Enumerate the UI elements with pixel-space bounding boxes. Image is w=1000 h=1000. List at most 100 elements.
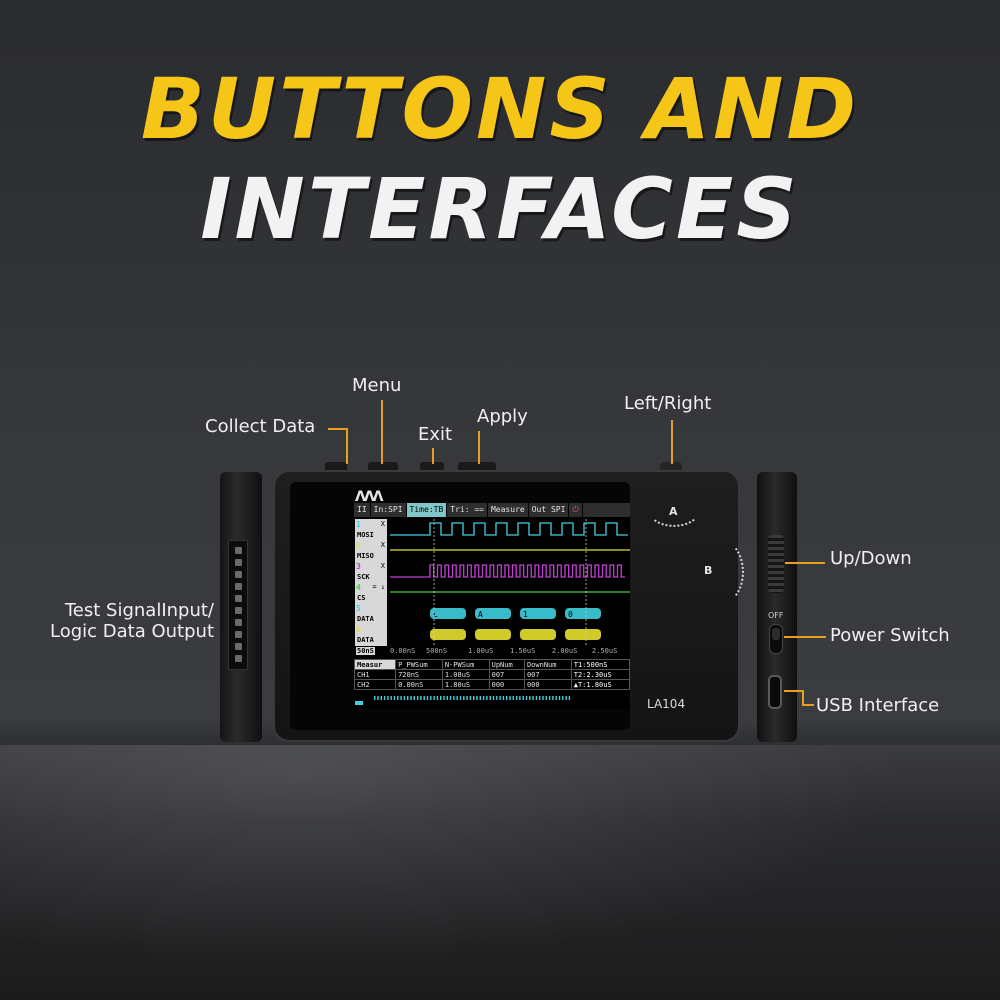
time-tick: 500nS — [426, 647, 448, 655]
channel-number: 5 — [356, 604, 361, 613]
waveform-trace — [390, 564, 625, 578]
overview-tick — [535, 696, 538, 700]
overview-tick — [532, 696, 534, 700]
overview-tick — [446, 696, 448, 700]
table-cell: 1.08uS — [441, 669, 490, 680]
screen-tab-time[interactable]: Time:TB — [406, 503, 448, 517]
port-pin — [235, 595, 242, 602]
channel-name: DATA — [357, 636, 374, 644]
encoder-b-ring[interactable] — [700, 540, 744, 604]
data-byte — [430, 608, 466, 619]
screen-tab-trigger[interactable]: Tri: == — [447, 503, 488, 517]
table-cell: CH2 — [354, 679, 397, 690]
screen-tab-pause[interactable]: II — [354, 503, 371, 517]
overview-tick — [555, 696, 557, 700]
leader-line — [784, 636, 826, 638]
apply-button[interactable] — [458, 462, 496, 472]
overview-tick — [499, 696, 501, 700]
table-cell: CH1 — [354, 669, 397, 680]
overview-tick — [383, 696, 386, 700]
time-tick: 1.50uS — [510, 647, 536, 655]
overview-tick — [552, 696, 554, 700]
table-header: UpNum — [488, 659, 525, 670]
port-pin — [235, 643, 242, 650]
overview-tick — [529, 696, 531, 700]
overview-tick — [496, 696, 498, 700]
floor — [0, 745, 1000, 1000]
table-cell: 000 — [488, 679, 525, 690]
overview-tick — [400, 696, 402, 700]
channel-label[interactable]: 4= ↓CS — [355, 582, 387, 604]
screen-tab-input[interactable]: In:SPI — [371, 503, 407, 517]
overview-tick — [502, 696, 505, 700]
exit-button[interactable] — [420, 462, 444, 472]
overview-tick — [407, 696, 409, 700]
collect-data-button[interactable] — [325, 462, 347, 472]
channel-number: 3 — [356, 562, 361, 571]
brand-logo: ΛΛΛ — [355, 489, 383, 505]
channel-name: MOSI — [357, 531, 374, 539]
leader-line — [784, 690, 804, 692]
menu-button[interactable] — [368, 462, 398, 472]
overview-tick — [459, 696, 462, 700]
channel-number: 2 — [356, 541, 361, 550]
overview-tick — [512, 696, 514, 700]
left-right-knob-top[interactable] — [660, 462, 682, 472]
table-cell: 0.00nS — [395, 679, 443, 690]
up-down-wheel[interactable] — [768, 535, 784, 593]
overview-tick — [423, 696, 425, 700]
channel-flag: = ↓ — [372, 583, 385, 591]
leader-line — [802, 690, 804, 705]
leader-line — [478, 431, 480, 464]
data-byte-label: A — [478, 610, 483, 619]
port-pin — [235, 655, 242, 662]
overview-tick — [443, 696, 445, 700]
label-power-switch: Power Switch — [830, 625, 950, 646]
leader-line — [381, 400, 383, 464]
leader-line — [671, 420, 673, 464]
overview-tick — [397, 696, 399, 700]
data-byte — [565, 608, 601, 619]
data-byte — [565, 629, 601, 640]
table-cell: T2:2.30uS — [570, 669, 630, 680]
overview-tick — [416, 696, 419, 700]
overview-tick — [548, 696, 551, 700]
overview-strip — [355, 696, 571, 705]
title-line-1: BUTTONS AND — [140, 60, 860, 158]
data-byte-label: 1 — [523, 610, 528, 619]
overview-tick — [453, 696, 455, 700]
overview-tick — [482, 696, 485, 700]
channel-waveform — [390, 564, 625, 578]
table-cell: 1.80uS — [441, 679, 490, 690]
channel-name: DATA — [357, 615, 374, 623]
overview-tick — [456, 696, 458, 700]
table-header: N-PWSum — [441, 659, 490, 670]
overview-tick — [562, 696, 564, 700]
overview-tick — [486, 696, 488, 700]
overview-tick — [469, 696, 472, 700]
usb-port[interactable] — [768, 675, 782, 709]
data-byte — [475, 608, 511, 619]
overview-tick — [519, 696, 521, 700]
screen-tab-output[interactable]: Out SPI — [529, 503, 570, 517]
overview-tick — [492, 696, 495, 700]
overview-cursor — [355, 701, 363, 705]
time-scale: 50nS 0.00nS 500nS 1.00uS 1.50uS 2.00uS 2… — [354, 647, 630, 657]
table-row: CH1 720nS 1.08uS 007 007 T2:2.30uS — [354, 669, 630, 680]
overview-tick — [525, 696, 528, 700]
encoder-a-ring[interactable] — [646, 487, 702, 527]
overview-tick — [542, 696, 544, 700]
leader-line — [432, 448, 434, 464]
power-icon[interactable]: ⏻ — [569, 503, 583, 517]
screen-tab-measure[interactable]: Measure — [488, 503, 529, 517]
data-byte-label: L — [433, 610, 438, 619]
floor-glow — [0, 745, 1000, 1000]
power-switch-knob[interactable] — [772, 628, 780, 640]
test-signal-port — [228, 540, 248, 670]
data-byte — [520, 629, 556, 640]
